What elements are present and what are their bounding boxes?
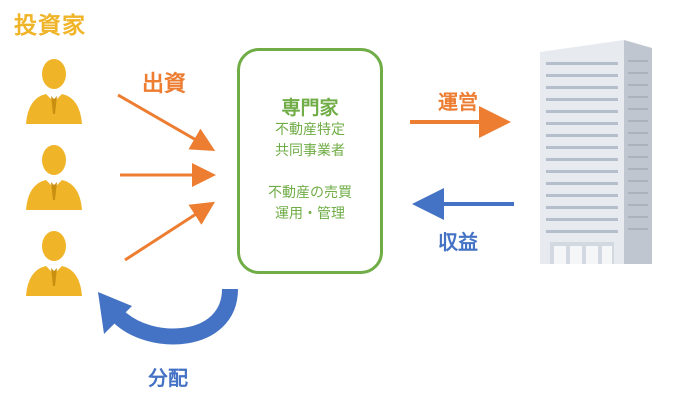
investment-arrow xyxy=(124,201,216,262)
investor-person-icon xyxy=(26,145,82,210)
distribution-curved-arrow xyxy=(112,288,238,345)
profit-label: 収益 xyxy=(438,230,478,254)
distribution-label: 分配 xyxy=(148,366,188,390)
expert-line: 運用・管理 xyxy=(275,206,345,222)
investor-person-icon xyxy=(26,59,82,124)
expert-line: 不動産特定 xyxy=(275,122,345,138)
investor-person-icon xyxy=(26,231,82,296)
investment-arrow xyxy=(117,93,216,151)
expert-title: 専門家 xyxy=(281,97,339,119)
distribution-arrowhead xyxy=(98,292,132,334)
investors-title: 投資家 xyxy=(14,13,86,39)
investment-label: 出資 xyxy=(142,72,187,97)
expert-box: 専門家 不動産特定 共同事業者 不動産の売買 運用・管理 xyxy=(237,48,383,274)
expert-line: 不動産の売買 xyxy=(268,185,352,201)
operation-label: 運営 xyxy=(438,90,478,114)
expert-line: 共同事業者 xyxy=(275,143,345,159)
office-building-icon xyxy=(540,40,652,264)
